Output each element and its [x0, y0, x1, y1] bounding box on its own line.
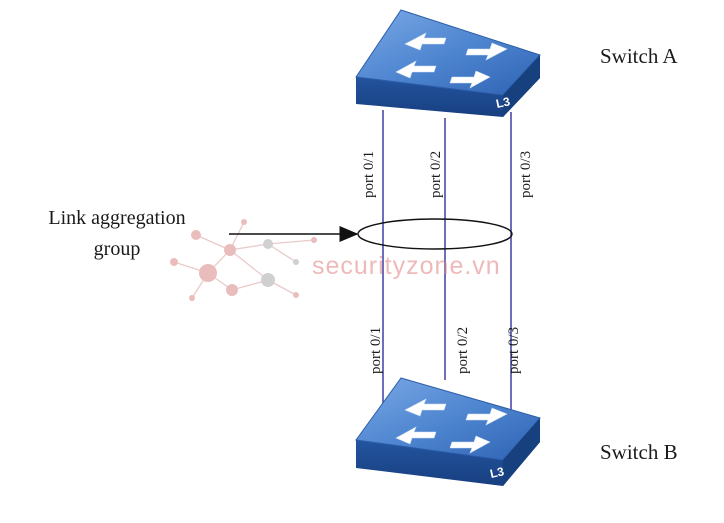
switch-b-label: Switch B [600, 440, 678, 464]
port-b-2-label: port 0/2 [455, 326, 471, 374]
lag-label-line2: group [93, 238, 141, 260]
switch-b-icon: L3 [355, 377, 541, 486]
port-a-3-label: port 0/3 [518, 150, 534, 198]
port-b-3-label: port 0/3 [506, 326, 522, 374]
watermark-text: securityzone.vn [312, 252, 501, 280]
lag-label: Link aggregation group [28, 203, 206, 265]
port-b-1-label: port 0/1 [368, 326, 384, 374]
port-a-2-label: port 0/2 [428, 150, 444, 198]
switch-b-badge: L3 [489, 464, 506, 481]
switch-a-label: Switch A [600, 44, 678, 68]
switch-a-icon: L3 [355, 9, 541, 117]
watermark-logo [170, 219, 317, 301]
switch-a-badge: L3 [495, 94, 512, 111]
lag-label-line1: Link aggregation [48, 207, 186, 229]
port-a-1-label: port 0/1 [361, 150, 377, 198]
lag-ellipse [357, 218, 513, 250]
